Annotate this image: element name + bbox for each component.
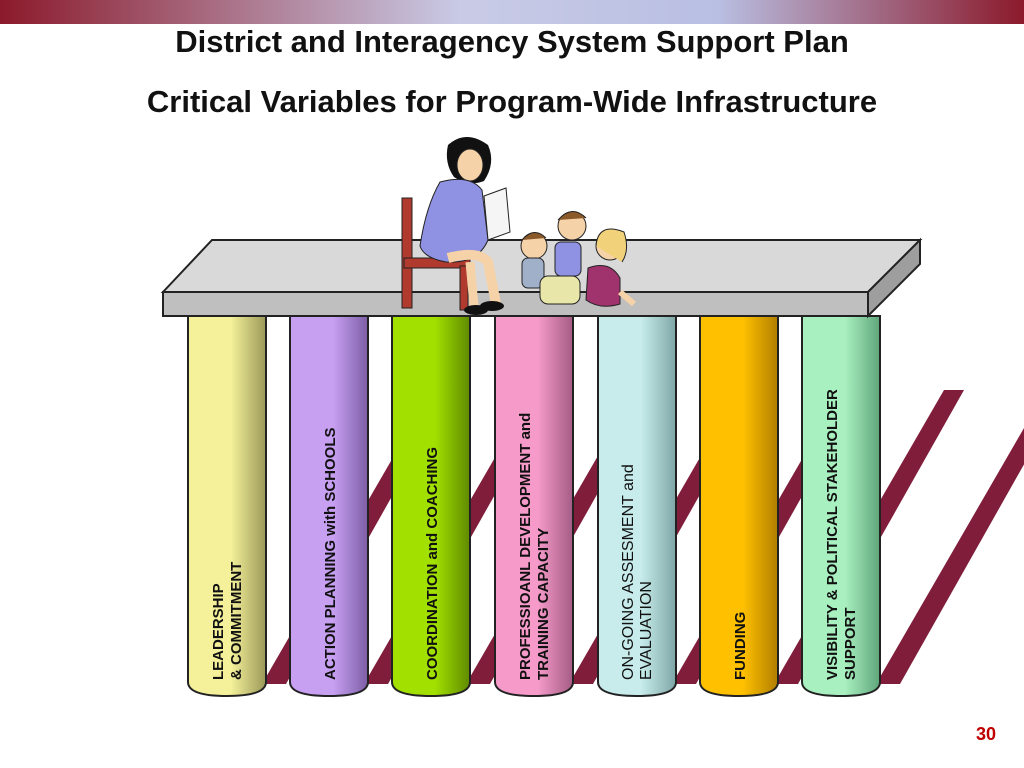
pillars-group: LEADERSHIP& COMMITMENT ACTION PLANNING wi… bbox=[187, 315, 881, 698]
pillar-body bbox=[597, 315, 677, 698]
pillar-body bbox=[187, 315, 267, 698]
pillar-label-line1: COORDINATION and COACHING bbox=[424, 447, 441, 680]
pillar-body bbox=[289, 315, 369, 698]
pillar-label-line2: SUPPORT bbox=[842, 607, 859, 680]
pillar-label: LEADERSHIP& COMMITMENT bbox=[210, 562, 245, 680]
pillar-label-line1: FUNDING bbox=[732, 612, 749, 680]
pillar-label: ON-GOING ASSESMENT andEVALUATION bbox=[620, 464, 655, 680]
pillar-label-line1: VISIBILITY & POLITICAL STAKEHOLDER bbox=[824, 389, 841, 680]
pillar-label-line2: TRAINING CAPACITY bbox=[535, 528, 552, 680]
pillar-3: COORDINATION and COACHING bbox=[391, 315, 471, 698]
pillar-label: ACTION PLANNING with SCHOOLS bbox=[322, 428, 339, 681]
pillar-label-line1: ON-GOING ASSESMENT and bbox=[620, 464, 637, 680]
teacher-illustration bbox=[401, 137, 636, 315]
pillar-6: FUNDING bbox=[699, 315, 779, 698]
pillar-label-line2: & COMMITMENT bbox=[228, 562, 245, 680]
top-accent-bar bbox=[0, 0, 1024, 24]
slide-title: District and Interagency System Support … bbox=[175, 24, 849, 59]
page-number: 30 bbox=[975, 724, 996, 744]
pillar-shadow bbox=[876, 428, 1024, 684]
pillar-label: FUNDING bbox=[732, 612, 749, 680]
pillar-label-line1: LEADERSHIP bbox=[210, 583, 227, 680]
pillar-label: COORDINATION and COACHING bbox=[424, 447, 441, 680]
pillar-label-line1: ACTION PLANNING with SCHOOLS bbox=[322, 428, 339, 681]
pillar-body bbox=[391, 315, 471, 698]
pillar-label-line2: EVALUATION bbox=[638, 581, 655, 680]
pillar-body bbox=[699, 315, 779, 698]
pillar-body bbox=[801, 315, 881, 698]
pillar-4: PROFESSIOANL DEVELOPMENT andTRAINING CAP… bbox=[494, 315, 574, 698]
pillar-1: LEADERSHIP& COMMITMENT bbox=[187, 315, 267, 698]
pillar-7: VISIBILITY & POLITICAL STAKEHOLDERSUPPOR… bbox=[801, 315, 881, 698]
pillar-label-line1: PROFESSIOANL DEVELOPMENT and bbox=[517, 413, 534, 680]
pillar-5: ON-GOING ASSESMENT andEVALUATION bbox=[597, 315, 677, 698]
pillar-2: ACTION PLANNING with SCHOOLS bbox=[289, 315, 369, 698]
pillar-body bbox=[494, 315, 574, 698]
pillar-label: VISIBILITY & POLITICAL STAKEHOLDERSUPPOR… bbox=[824, 389, 859, 680]
pillar-label: PROFESSIOANL DEVELOPMENT andTRAINING CAP… bbox=[517, 413, 552, 680]
slide-subtitle: Critical Variables for Program-Wide Infr… bbox=[146, 84, 878, 119]
